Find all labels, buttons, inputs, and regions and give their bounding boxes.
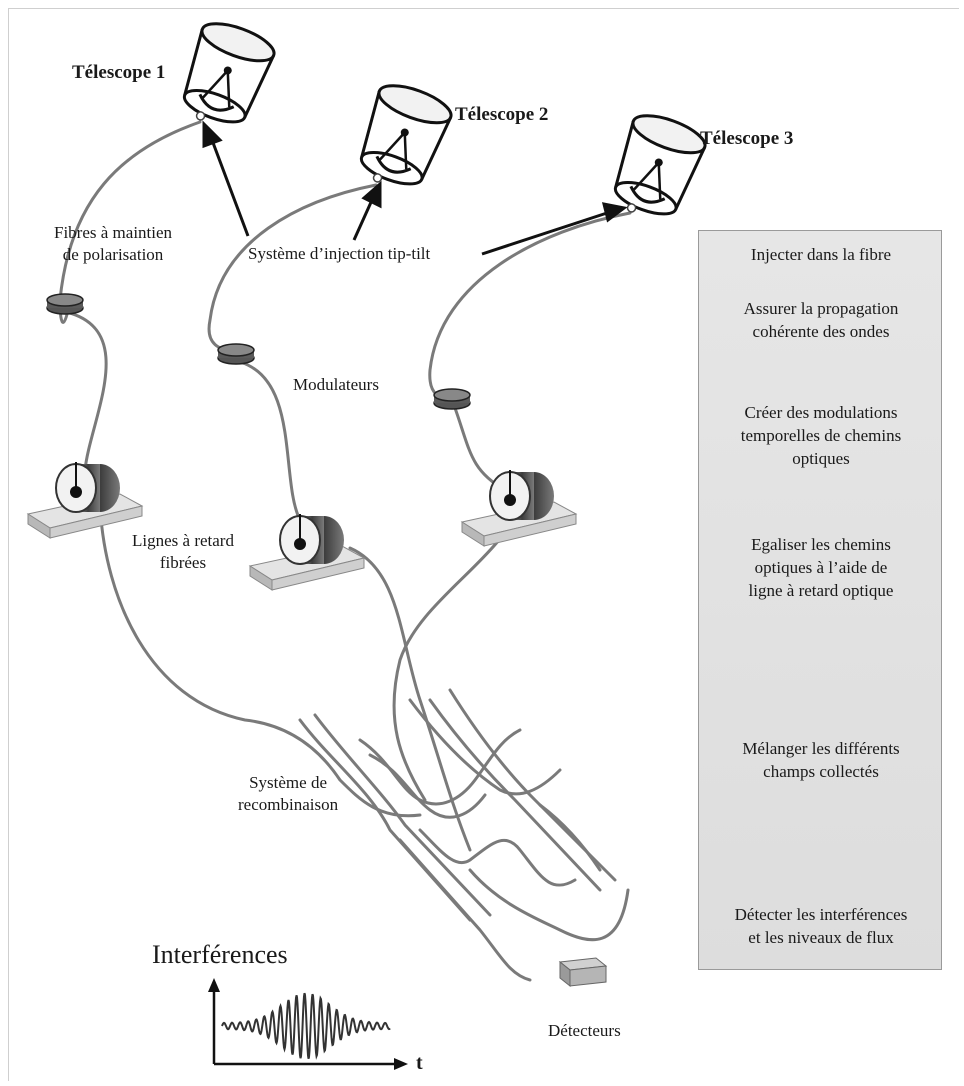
telescope-1 xyxy=(182,22,276,124)
telescope-3-label: Télescope 3 xyxy=(700,128,794,149)
modulator-1 xyxy=(46,293,84,315)
modulator-3 xyxy=(433,388,471,410)
step-recombination: Mélanger les différents champs collectés xyxy=(742,739,900,781)
fibers xyxy=(58,120,632,852)
figure-frame xyxy=(8,8,959,1081)
detector xyxy=(558,957,608,988)
detectors-label: Détecteurs xyxy=(548,1021,621,1040)
fiber-1-mid xyxy=(64,310,108,472)
fiber-2-mid xyxy=(238,360,302,522)
fiber-1-lower xyxy=(98,503,422,818)
step-propagation: Assurer la propagation cohérente des ond… xyxy=(743,299,899,341)
injection-label: Système d’injection tip-tilt xyxy=(248,244,431,263)
fiber-2-upper xyxy=(207,183,378,354)
step-modulation: Créer des modulations temporelles de che… xyxy=(740,403,902,468)
delay-line-3 xyxy=(460,470,578,547)
steps-panel: Injecter dans la fibre Assurer la propag… xyxy=(698,230,942,970)
fiber-3-upper xyxy=(428,211,632,400)
step-delay-equalization: Egaliser les chemins optiques à l’aide d… xyxy=(748,535,894,600)
fibres-label: Fibres à maintien de polarisation xyxy=(54,223,173,264)
fiber-3-lower xyxy=(392,503,522,802)
interference-plot xyxy=(208,978,408,1070)
t-axis-label: t xyxy=(416,1052,423,1074)
recombination-label: Système de recombinaison xyxy=(238,773,339,814)
y-axis-arrow xyxy=(208,978,220,992)
delay-line-1 xyxy=(26,462,144,539)
step-detection: Détecter les interférences et les niveau… xyxy=(734,905,908,947)
fiber-2-lower xyxy=(348,546,472,852)
recombination-network xyxy=(298,688,630,982)
fiber-1-upper xyxy=(58,120,202,324)
interference-fringes xyxy=(221,992,391,1060)
injection-arrows xyxy=(202,120,628,256)
delay-line-2 xyxy=(248,514,366,591)
telescope-2 xyxy=(359,84,453,186)
delay-lines-label: Lignes à retard fibrées xyxy=(132,531,234,572)
step-injection: Injecter dans la fibre xyxy=(750,245,892,264)
modulator-2 xyxy=(217,343,255,365)
x-axis-arrow xyxy=(394,1058,408,1070)
telescope-3 xyxy=(613,114,707,216)
telescope-1-label: Télescope 1 xyxy=(72,62,166,83)
modulateurs-label: Modulateurs xyxy=(293,375,379,394)
interference-title: Interférences xyxy=(152,940,288,969)
telescope-2-label: Télescope 2 xyxy=(455,104,549,125)
